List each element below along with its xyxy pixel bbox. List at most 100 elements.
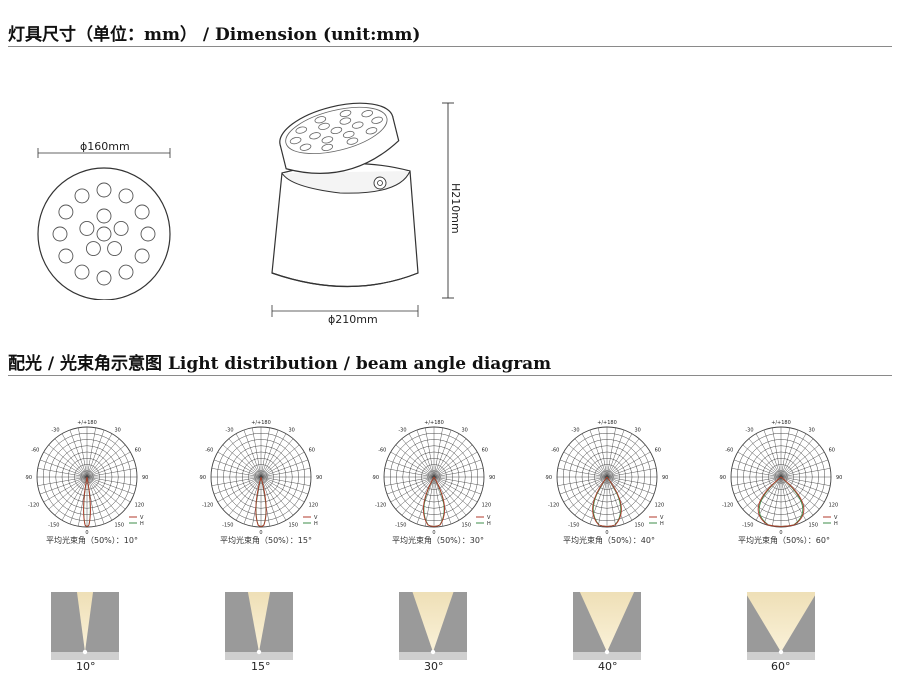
led-lens — [140, 226, 156, 242]
polar-spoke — [780, 444, 820, 478]
polar-top-label: +/+180 — [597, 420, 617, 426]
polar-angle-label: -30 — [745, 427, 753, 433]
beam-preview-label: 60° — [771, 660, 791, 673]
beam-angle-caption: 平均光束角（50%）：30° — [392, 536, 484, 545]
led-lens — [299, 143, 312, 151]
polar-angle-label: -90 — [719, 475, 726, 481]
polar-spoke — [86, 433, 113, 478]
polar-spoke — [37, 476, 88, 486]
side-view-diameter-label: ϕ210mm — [328, 313, 378, 326]
polar-spoke — [763, 476, 782, 525]
polar-spoke — [606, 427, 616, 478]
polar-spoke — [606, 451, 651, 478]
polar-spoke — [433, 476, 482, 495]
beam-preview — [747, 592, 815, 660]
polar-spoke — [606, 476, 625, 525]
polar-angle-label: -90 — [199, 475, 206, 481]
polar-spoke — [43, 476, 88, 503]
beam-preview-label: 30° — [424, 660, 444, 673]
polar-spoke — [386, 476, 435, 495]
polar-spoke — [606, 433, 633, 478]
polar-top-label: +/+180 — [251, 420, 271, 426]
led-lens — [96, 270, 112, 286]
led-lens — [342, 130, 355, 139]
polar-spoke — [260, 476, 300, 510]
polar-spoke — [563, 476, 608, 503]
polar-angle-label: 30 — [809, 427, 815, 433]
polar-spoke — [86, 476, 137, 486]
polar-spoke — [211, 476, 262, 486]
led-lens — [107, 241, 123, 257]
polar-spoke — [86, 476, 105, 525]
polar-spoke — [408, 433, 435, 478]
polar-spoke — [606, 476, 655, 495]
polar-spoke — [574, 438, 608, 478]
polar-bottom-label: 0 — [779, 530, 782, 536]
fixture-side-view — [260, 95, 460, 325]
led-lens — [52, 226, 68, 242]
polar-spoke — [748, 438, 782, 478]
legend-h-label: H — [660, 521, 664, 527]
polar-angle-label: 60 — [135, 448, 141, 454]
beam-preview — [399, 592, 467, 660]
polar-angle-label: -30 — [398, 427, 406, 433]
polar-spoke — [574, 476, 608, 516]
led-lens — [318, 122, 330, 130]
polar-spoke — [86, 476, 126, 510]
polar-angle-label: 120 — [655, 503, 665, 509]
beam-angle-caption: 平均光束角（50%）：10° — [46, 536, 138, 545]
polar-spoke — [86, 476, 120, 516]
legend-v-label: V — [487, 515, 491, 521]
polar-spoke — [742, 444, 782, 478]
polar-spoke — [260, 476, 311, 486]
polar-spoke — [780, 427, 790, 478]
polar-angle-label: 60 — [829, 448, 835, 454]
polar-spoke — [433, 459, 482, 478]
light-beam — [747, 592, 815, 652]
polar-spoke — [86, 444, 126, 478]
polar-spoke — [433, 476, 473, 510]
polar-spoke — [260, 476, 287, 521]
light-distribution-curve — [83, 476, 91, 527]
polar-spoke — [568, 476, 608, 510]
led-lens — [321, 143, 334, 152]
polar-bottom-label: 0 — [605, 530, 608, 536]
polar-spoke — [606, 476, 657, 486]
polar-angle-label: 30 — [462, 427, 468, 433]
fixture-top-view — [30, 140, 180, 301]
polar-spoke — [780, 476, 831, 486]
polar-spoke — [780, 476, 825, 503]
polar-spoke — [433, 476, 467, 516]
beam-preview — [573, 592, 641, 660]
polar-spoke — [86, 468, 137, 478]
polar-spoke — [606, 468, 657, 478]
beam-angle-caption: 平均光束角（50%）：60° — [738, 536, 830, 545]
polar-bottom-label: 0 — [432, 530, 435, 536]
polar-spoke — [235, 476, 262, 521]
polar-spoke — [260, 438, 294, 478]
polar-spoke — [606, 476, 646, 510]
legend-v-label: V — [314, 515, 318, 521]
polar-spoke — [61, 433, 88, 478]
light-beam — [247, 592, 271, 652]
polar-spoke — [211, 468, 262, 478]
led-lens — [113, 220, 129, 236]
light-beam — [579, 592, 635, 652]
light-source — [430, 649, 436, 655]
polar-spoke — [433, 476, 478, 503]
polar-spoke — [433, 476, 484, 486]
polar-angle-label: 60 — [309, 448, 315, 454]
polar-angle-label: -60 — [378, 448, 386, 454]
polar-spoke — [69, 429, 88, 478]
polar-spoke — [390, 476, 435, 503]
light-source — [256, 649, 262, 655]
led-lens — [361, 110, 373, 118]
polar-angle-label: -90 — [25, 475, 32, 481]
led-lens — [346, 137, 359, 145]
led-lens — [96, 182, 112, 198]
beam-preview — [51, 592, 119, 660]
led-lens — [371, 116, 383, 124]
polar-angle-label: 30 — [115, 427, 121, 433]
polar-bottom-label: 0 — [259, 530, 262, 536]
